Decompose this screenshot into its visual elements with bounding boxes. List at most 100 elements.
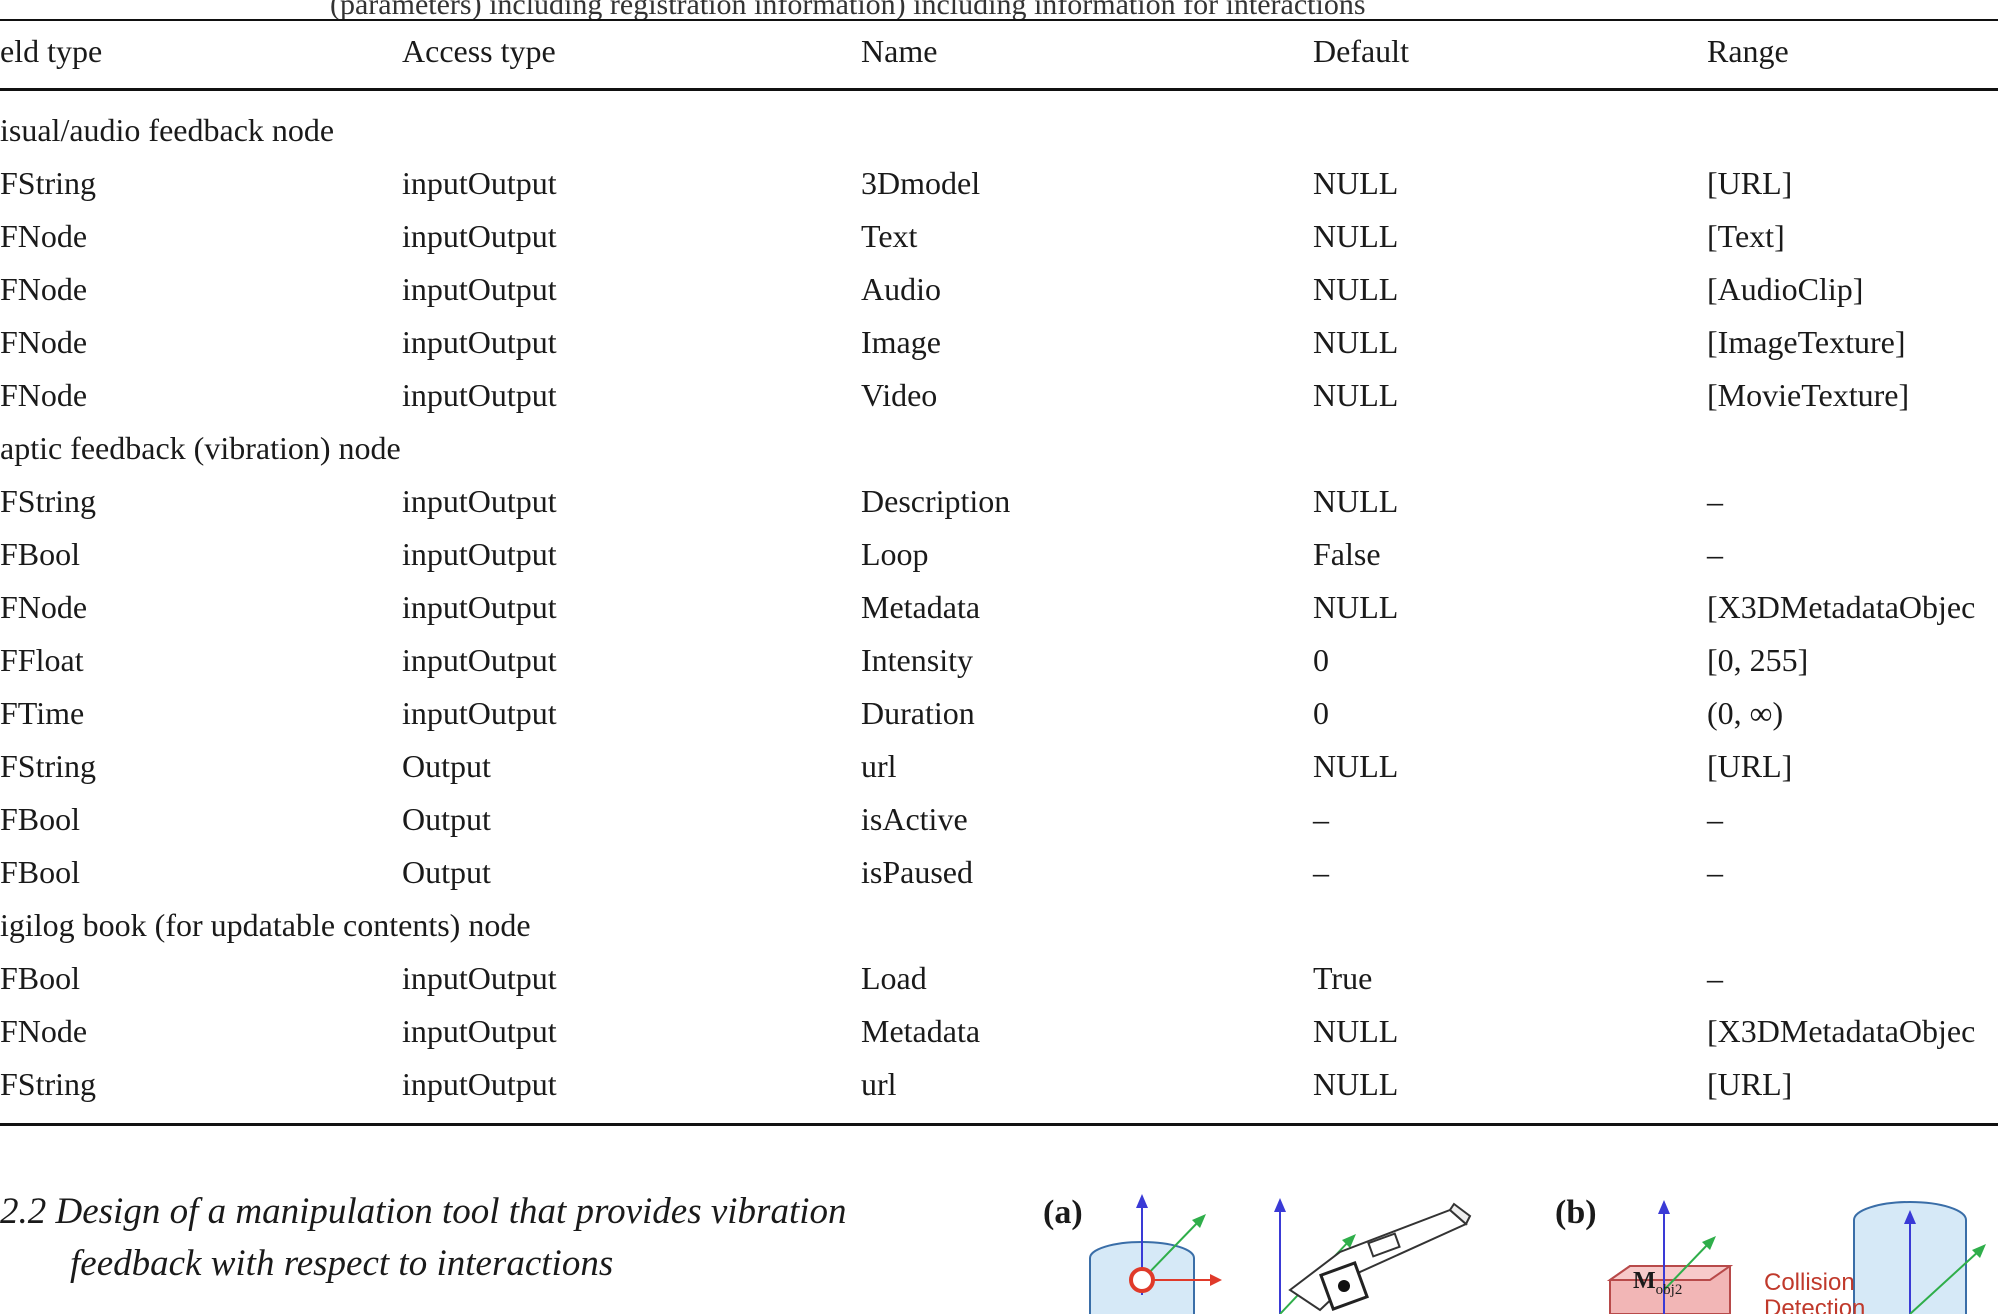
figure-drawing — [1089, 1194, 1986, 1314]
table-bottom-rule — [0, 1123, 1998, 1126]
access-type-cell: inputOutput — [402, 695, 557, 731]
collision-detection-label: Collision Detection — [1764, 1270, 1865, 1314]
name-cell: isActive — [861, 801, 968, 837]
access-type-cell: inputOutput — [402, 589, 557, 625]
section-heading-line-2: feedback with respect to interactions — [70, 1243, 614, 1284]
section-title: aptic feedback (vibration) node — [0, 430, 401, 466]
range-cell: [AudioClip] — [1707, 271, 1864, 307]
range-cell: [URL] — [1707, 1066, 1793, 1102]
table-header-rule — [0, 88, 1998, 91]
access-type-cell: inputOutput — [402, 218, 557, 254]
range-cell: – — [1707, 483, 1723, 519]
range-cell: [URL] — [1707, 165, 1793, 201]
name-cell: Intensity — [861, 642, 973, 678]
access-type-cell: inputOutput — [402, 483, 557, 519]
default-cell: NULL — [1313, 1066, 1399, 1102]
matrix-label: Mobj2 — [1633, 1268, 1682, 1299]
range-cell: [URL] — [1707, 748, 1793, 784]
access-type-cell: inputOutput — [402, 536, 557, 572]
access-type-cell: inputOutput — [402, 1013, 557, 1049]
panel-a-axes-1 — [1129, 1194, 1222, 1295]
default-cell: NULL — [1313, 748, 1399, 784]
access-type-cell: Output — [402, 854, 491, 890]
default-cell: NULL — [1313, 377, 1399, 413]
range-cell: [X3DMetadataObjec — [1707, 589, 1976, 625]
name-cell: Duration — [861, 695, 975, 731]
access-type-cell: inputOutput — [402, 271, 557, 307]
access-type-cell: inputOutput — [402, 960, 557, 996]
name-cell: Metadata — [861, 589, 981, 625]
field-type-cell: FBool — [0, 801, 81, 837]
column-header-name: Name — [861, 33, 938, 69]
default-cell: NULL — [1313, 1013, 1399, 1049]
range-cell: – — [1707, 536, 1723, 572]
name-cell: Video — [861, 377, 938, 413]
range-cell: [X3DMetadataObjec — [1707, 1013, 1976, 1049]
column-header-range: Range — [1707, 33, 1789, 69]
default-cell: NULL — [1313, 218, 1399, 254]
range-cell: – — [1707, 960, 1723, 996]
field-type-cell: FNode — [0, 324, 88, 360]
range-cell: (0, ∞) — [1707, 695, 1784, 731]
field-type-cell: FString — [0, 748, 97, 784]
figure-label-a: (a) — [1043, 1194, 1083, 1231]
default-cell: NULL — [1313, 589, 1399, 625]
default-cell: – — [1313, 854, 1329, 890]
table-top-rule — [0, 19, 1998, 21]
range-cell: [ImageTexture] — [1707, 324, 1906, 360]
field-type-cell: FNode — [0, 218, 88, 254]
default-cell: NULL — [1313, 483, 1399, 519]
default-cell: – — [1313, 801, 1329, 837]
collision-label-line-1: Collision — [1764, 1269, 1855, 1296]
collision-label-line-2: Detection — [1764, 1295, 1866, 1314]
name-cell: Description — [861, 483, 1011, 519]
name-cell: url — [861, 748, 897, 784]
access-type-cell: inputOutput — [402, 377, 557, 413]
range-cell: – — [1707, 854, 1723, 890]
section-title: isual/audio feedback node — [0, 112, 335, 148]
range-cell: [0, 255] — [1707, 642, 1809, 678]
access-type-cell: inputOutput — [402, 324, 557, 360]
name-cell: Image — [861, 324, 941, 360]
field-type-cell: FString — [0, 1066, 97, 1102]
range-cell: [Text] — [1707, 218, 1785, 254]
figure-label-b: (b) — [1555, 1194, 1597, 1231]
column-header-field-type: eld type — [0, 33, 103, 69]
panel-b-box — [1606, 1200, 1734, 1314]
access-type-cell: inputOutput — [402, 165, 557, 201]
name-cell: 3Dmodel — [861, 165, 981, 201]
section-heading: 2.2 Design of a manipulation tool that p… — [0, 1186, 847, 1290]
field-type-cell: FBool — [0, 536, 81, 572]
field-type-cell: FFloat — [0, 642, 84, 678]
default-cell: False — [1313, 536, 1381, 572]
default-cell: NULL — [1313, 271, 1399, 307]
field-type-cell: FString — [0, 165, 97, 201]
field-type-cell: FBool — [0, 960, 81, 996]
access-type-cell: inputOutput — [402, 1066, 557, 1102]
range-cell: [MovieTexture] — [1707, 377, 1910, 413]
default-cell: NULL — [1313, 165, 1399, 201]
field-type-cell: FNode — [0, 1013, 88, 1049]
table-caption-fragment: (parameters) including registration info… — [330, 0, 1366, 21]
field-type-cell: FNode — [0, 589, 88, 625]
default-cell: True — [1313, 960, 1373, 996]
default-cell: 0 — [1313, 642, 1329, 678]
field-type-cell: FBool — [0, 854, 81, 890]
name-cell: Load — [861, 960, 927, 996]
access-type-cell: Output — [402, 801, 491, 837]
figure-partial: (a) (b) — [1030, 1180, 1998, 1314]
default-cell: 0 — [1313, 695, 1329, 731]
field-type-cell: FString — [0, 483, 97, 519]
name-cell: Metadata — [861, 1013, 981, 1049]
section-heading-line-1: 2.2 Design of a manipulation tool that p… — [0, 1191, 847, 1232]
name-cell: Audio — [861, 271, 941, 307]
range-cell: – — [1707, 801, 1723, 837]
column-header-default: Default — [1313, 33, 1409, 69]
default-cell: NULL — [1313, 324, 1399, 360]
column-header-access-type: Access type — [402, 33, 556, 69]
name-cell: Text — [861, 218, 918, 254]
field-type-cell: FTime — [0, 695, 85, 731]
matrix-label-m: M — [1633, 1268, 1656, 1294]
matrix-label-subscript: obj2 — [1655, 1281, 1683, 1298]
field-type-cell: FNode — [0, 377, 88, 413]
